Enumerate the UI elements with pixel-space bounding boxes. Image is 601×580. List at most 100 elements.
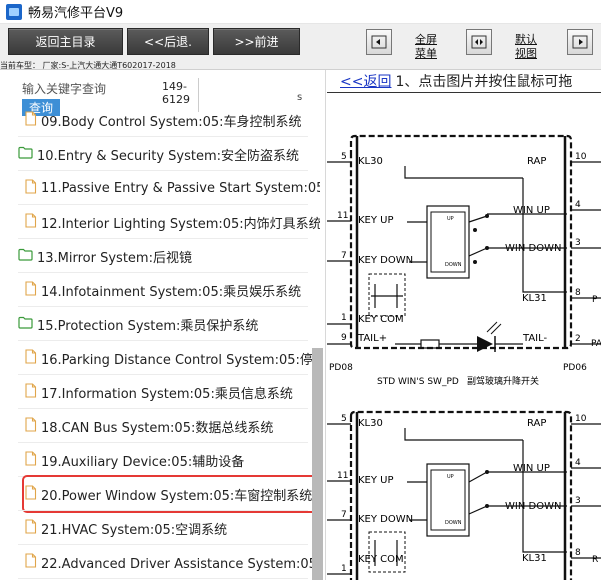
- tree-item[interactable]: 09.Body Control System:05:车身控制系统: [24, 103, 320, 137]
- tree-item-label: 18.CAN Bus System:05:数据总线系统: [41, 420, 274, 436]
- svg-text:2: 2: [575, 334, 581, 344]
- tree-item[interactable]: 17.Information System:05:乘员信息系统: [24, 375, 320, 409]
- back-button[interactable]: <<后退.: [127, 28, 209, 55]
- back-link[interactable]: <<返回: [340, 74, 392, 90]
- svg-text:DOWN: DOWN: [445, 262, 462, 268]
- document-icon: [24, 382, 37, 402]
- key-down-label: KEY DOWN: [358, 255, 413, 266]
- folder-icon: [18, 146, 33, 163]
- tree-item-label: 19.Auxiliary Device:05:辅助设备: [41, 454, 245, 470]
- svg-text:5: 5: [341, 152, 347, 162]
- connector-right-label: PD06: [563, 363, 587, 373]
- key-up-label: KEY UP: [358, 215, 394, 226]
- search-row: 输入关键字查询 查询 149- 6129 s: [0, 70, 325, 118]
- svg-text:9: 9: [341, 333, 347, 343]
- tree-item-label: 11.Passive Entry & Passive Start System:…: [41, 180, 320, 196]
- divider: [18, 204, 308, 205]
- header-divider: [327, 92, 601, 93]
- expand-icon[interactable]: [567, 29, 593, 55]
- tree-item[interactable]: 14.Infotainment System:05:乘员娱乐系统: [24, 273, 320, 307]
- win-up-label: WIN UP: [513, 205, 550, 216]
- document-icon: [24, 280, 37, 300]
- rap-label: RAP: [527, 156, 546, 167]
- tree-item[interactable]: 21.HVAC System:05:空调系统: [24, 511, 320, 545]
- tree-item-label: 09.Body Control System:05:车身控制系统: [41, 114, 302, 130]
- divider: [18, 374, 308, 375]
- svg-text:10: 10: [575, 414, 587, 424]
- switch-caption: STD WIN'S SW_PD: [377, 377, 459, 387]
- document-icon: [24, 552, 37, 572]
- forward-button[interactable]: >>前进: [213, 28, 300, 55]
- toolbar: 返回主目录 <<后退. >>前进 全屏 菜单 默认 视图: [0, 24, 601, 70]
- tree-item-label: 13.Mirror System:后视镜: [37, 250, 192, 266]
- tree-item[interactable]: 19.Auxiliary Device:05:辅助设备: [24, 443, 320, 477]
- divider: [18, 510, 308, 511]
- svg-text:RAP: RAP: [527, 418, 546, 429]
- svg-text:7: 7: [341, 510, 347, 520]
- divider: [18, 442, 308, 443]
- left-panel: 输入关键字查询 查询 149- 6129 s 09.Body Control S…: [0, 70, 326, 580]
- right-panel: <<返回 1、点击图片并按住鼠标可拖 KL30 RAP KEY UP KEY D…: [327, 70, 601, 580]
- tree-item-label: 14.Infotainment System:05:乘员娱乐系统: [41, 284, 302, 300]
- wiring-diagram[interactable]: KL30 RAP KEY UP KEY DOWN KEY COM WIN UP …: [327, 96, 601, 580]
- tail-plus-label: TAIL+: [357, 333, 387, 344]
- vertical-scrollbar[interactable]: [312, 348, 323, 580]
- svg-text:4: 4: [575, 458, 581, 468]
- diagram-header: <<返回 1、点击图片并按住鼠标可拖: [327, 70, 601, 92]
- divider: [18, 272, 308, 273]
- tree-item-label: 15.Protection System:乘员保护系统: [37, 318, 259, 334]
- default-view-label[interactable]: 默认 视图: [515, 33, 537, 60]
- switch-caption-cn: 副驾玻璃升降开关: [467, 375, 539, 387]
- tree-folder[interactable]: 13.Mirror System:后视镜: [18, 239, 314, 273]
- svg-text:11: 11: [337, 471, 348, 481]
- key-com-label: KEY COM: [358, 314, 404, 325]
- document-icon: [24, 450, 37, 470]
- tree-item-label: 21.HVAC System:05:空调系统: [41, 522, 228, 538]
- tree-item[interactable]: 22.Advanced Driver Assistance System:05:…: [24, 545, 320, 579]
- instruction-text: 1、点击图片并按住鼠标可拖: [395, 74, 573, 90]
- svg-text:1: 1: [341, 564, 347, 574]
- divider: [18, 238, 308, 239]
- window-switch-2: KL30 RAP KEY UP KEY DOWN KEY COM WIN UP …: [327, 410, 601, 580]
- svg-text:UP: UP: [447, 216, 454, 222]
- svg-text:1: 1: [341, 313, 347, 323]
- divider: [18, 340, 308, 341]
- svg-text:KL30: KL30: [358, 418, 383, 429]
- tree-item-label: 20.Power Window System:05:车窗控制系统: [41, 488, 313, 504]
- kl30-label: KL30: [358, 156, 383, 167]
- split-view-icon[interactable]: [466, 29, 492, 55]
- svg-text:KEY DOWN: KEY DOWN: [358, 514, 413, 525]
- tree-item[interactable]: 12.Interior Lighting System:05:内饰灯具系统: [24, 205, 320, 239]
- tree-item-label: 12.Interior Lighting System:05:内饰灯具系统: [41, 216, 320, 232]
- svg-text:WIN UP: WIN UP: [513, 463, 550, 474]
- svg-text:8: 8: [575, 548, 581, 558]
- tree-item-label: 10.Entry & Security System:安全防盗系统: [37, 148, 300, 164]
- back-main-button[interactable]: 返回主目录: [8, 28, 123, 55]
- folder-icon: [18, 316, 33, 333]
- document-icon: [24, 416, 37, 436]
- tree-item[interactable]: 16.Parking Distance Control System:05:停车: [24, 341, 320, 375]
- document-icon: [24, 212, 37, 232]
- tree-item[interactable]: 18.CAN Bus System:05:数据总线系统: [24, 409, 320, 443]
- tree-folder[interactable]: 15.Protection System:乘员保护系统: [18, 307, 314, 341]
- fullscreen-menu-label[interactable]: 全屏 菜单: [415, 33, 437, 60]
- svg-text:3: 3: [575, 496, 581, 506]
- tree-item-selected[interactable]: 20.Power Window System:05:车窗控制系统: [22, 475, 322, 513]
- svg-text:KL31: KL31: [522, 553, 547, 564]
- divider: [198, 78, 199, 112]
- window-title: 畅易汽修平台V9: [28, 6, 124, 21]
- document-icon: [24, 110, 37, 130]
- document-icon: [24, 348, 37, 368]
- svg-text:11: 11: [337, 211, 348, 221]
- svg-text:5: 5: [341, 414, 347, 424]
- document-icon: [24, 484, 37, 504]
- search-input[interactable]: 输入关键字查询: [22, 82, 107, 96]
- tree-folder[interactable]: 10.Entry & Security System:安全防盗系统: [18, 137, 314, 171]
- title-bar: 畅易汽修平台V9: [0, 0, 601, 24]
- svg-text:4: 4: [575, 200, 581, 210]
- svg-text:UP: UP: [447, 474, 454, 480]
- svg-text:P: P: [592, 295, 598, 305]
- document-icon: [24, 518, 37, 538]
- tree-item[interactable]: 11.Passive Entry & Passive Start System:…: [24, 171, 320, 205]
- collapse-icon[interactable]: [366, 29, 392, 55]
